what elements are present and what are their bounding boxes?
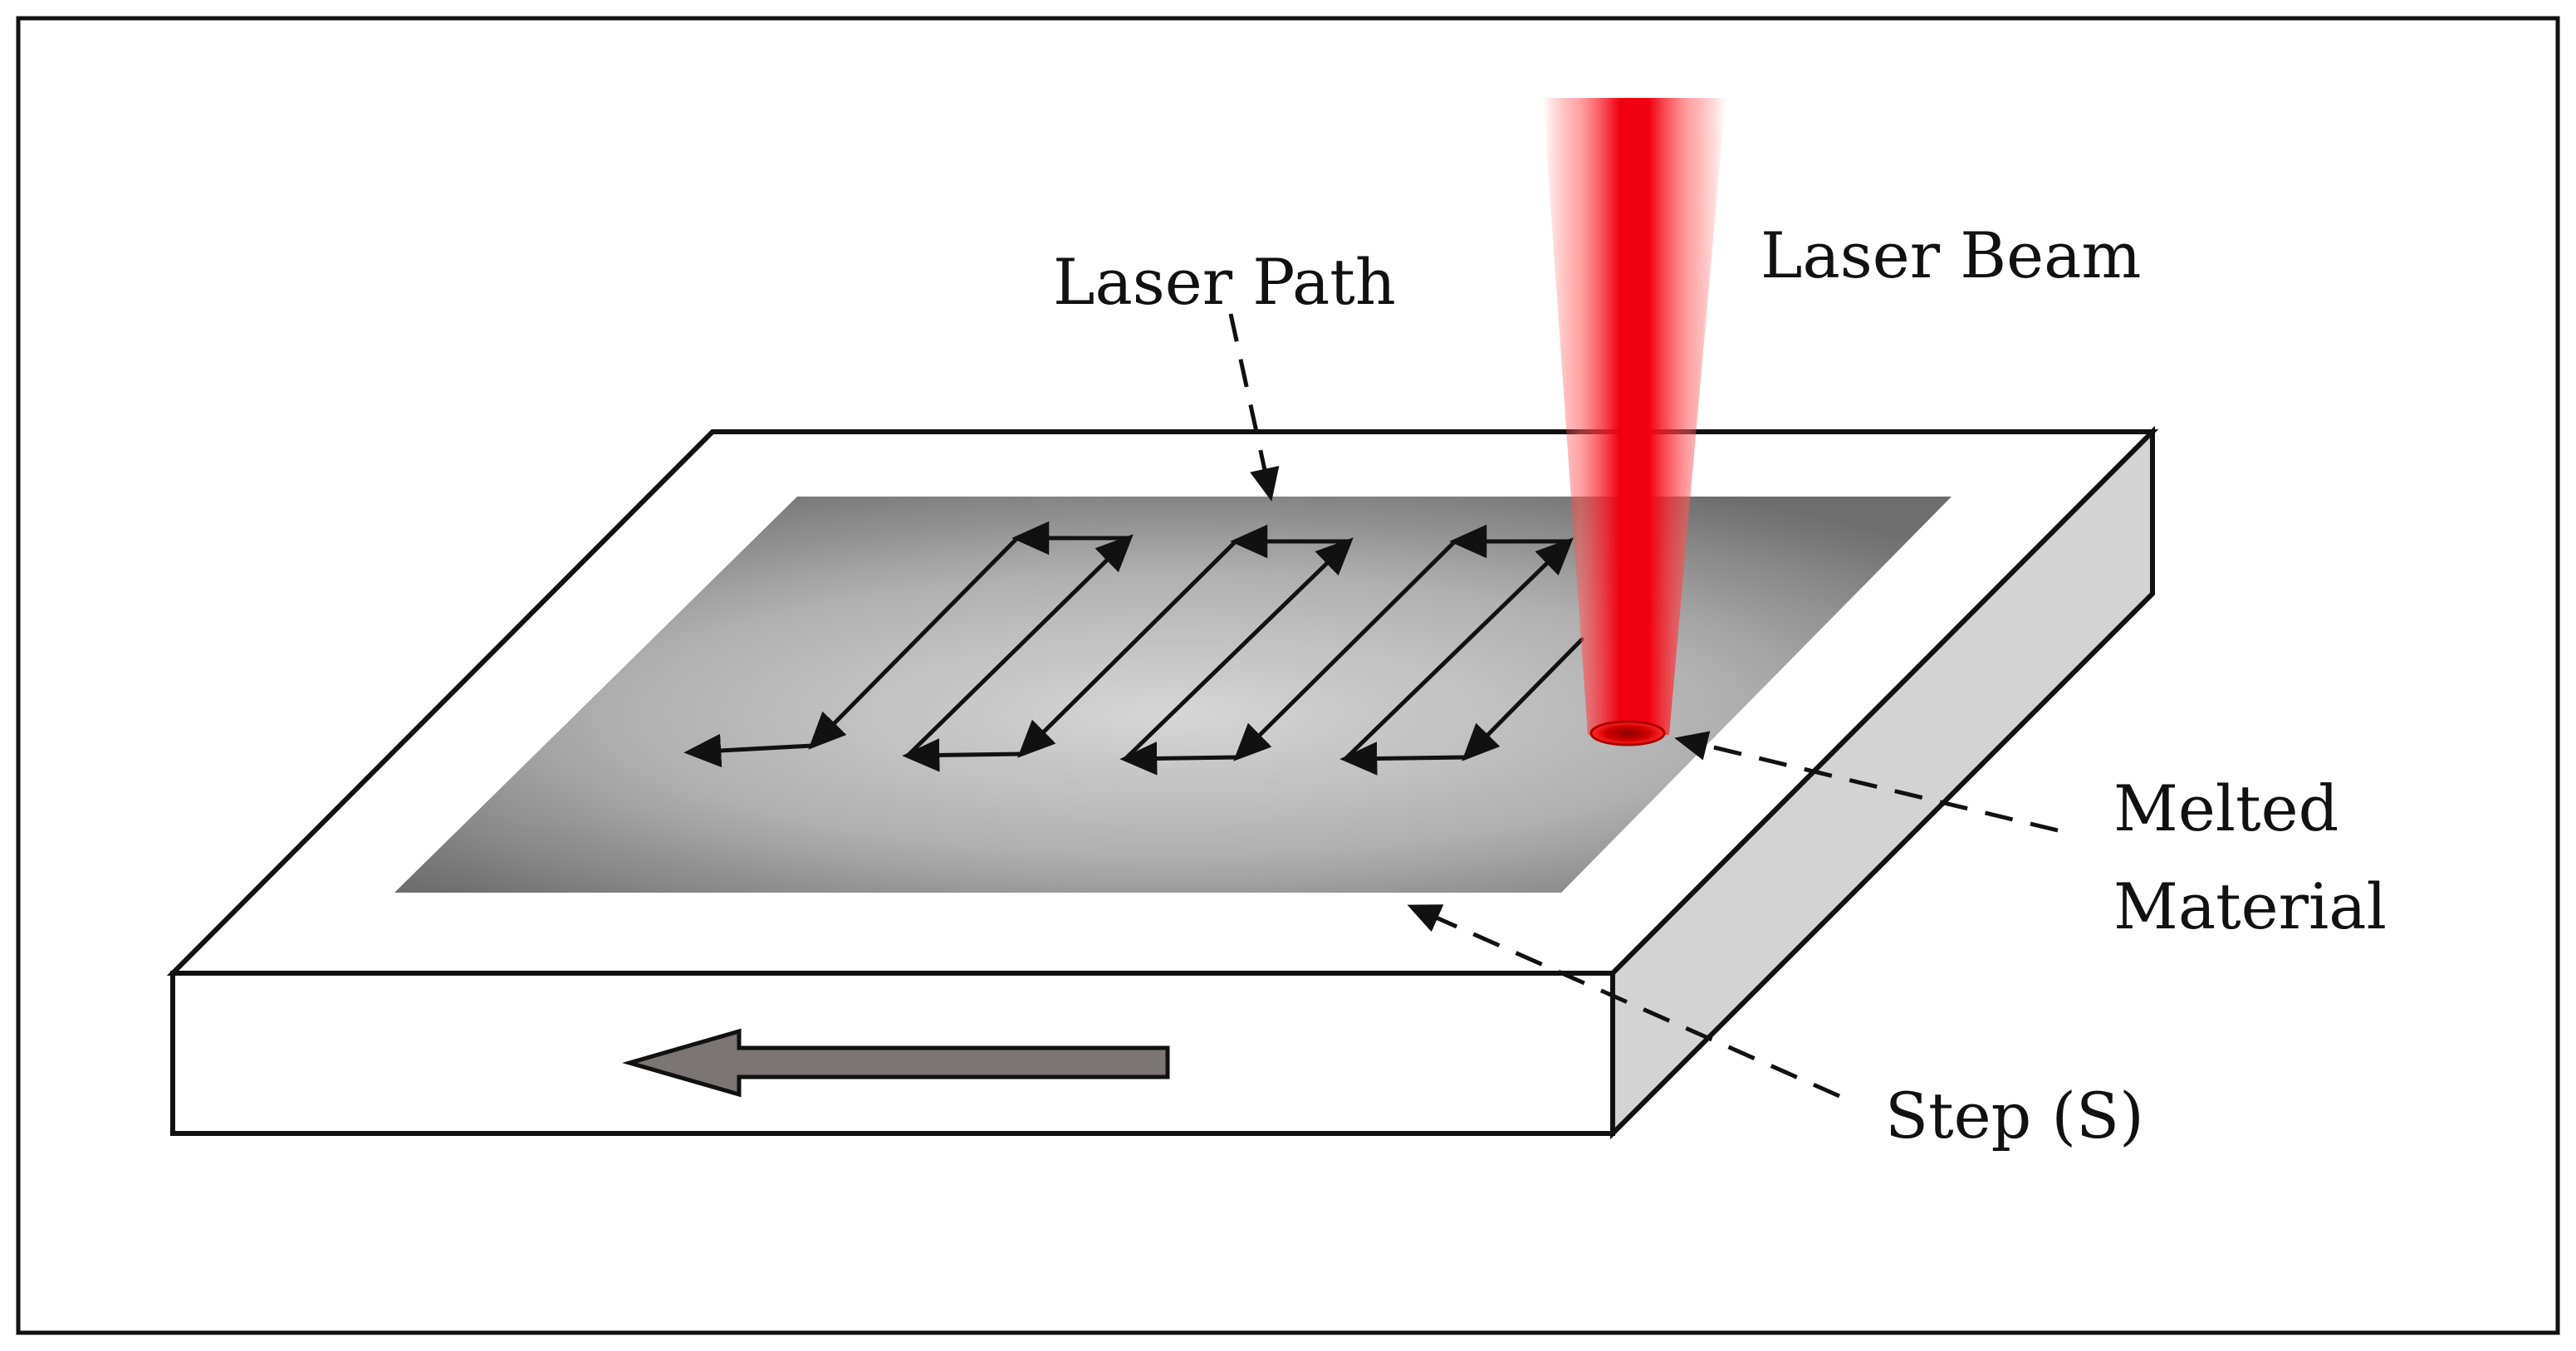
laser-beam-label: Laser Beam xyxy=(1761,218,2141,292)
scan-arrow xyxy=(905,534,1134,758)
laser-beam-glow xyxy=(1543,98,1726,735)
scan-arrow xyxy=(683,733,815,768)
laser-scan-path xyxy=(683,521,1584,776)
step-leader xyxy=(1407,904,1841,1099)
laser-path-label: Laser Path xyxy=(1053,245,1396,319)
laser-spot xyxy=(1589,720,1666,746)
scan-arrow xyxy=(1119,742,1240,776)
plate-front-face xyxy=(170,971,1615,1136)
scan-arrow xyxy=(1017,539,1238,758)
scan-arrow xyxy=(808,536,1020,750)
scan-arrow xyxy=(1233,539,1457,761)
scan-arrow xyxy=(1339,742,1468,776)
scan-arrow xyxy=(1343,537,1574,761)
melted-material-leader xyxy=(1674,731,2059,833)
melted-material-label-line1: Melted xyxy=(2113,771,2338,845)
step-label: Step (S) xyxy=(1885,1079,2144,1153)
left-arrow-icon xyxy=(621,1028,1170,1098)
scan-arrow xyxy=(1123,537,1354,761)
melted-area xyxy=(394,497,1952,893)
scan-arrow xyxy=(902,738,1024,772)
laser-path-leader xyxy=(1228,313,1280,502)
scan-arrow xyxy=(1462,637,1584,761)
melted-material-label-line2: Material xyxy=(2113,869,2387,943)
